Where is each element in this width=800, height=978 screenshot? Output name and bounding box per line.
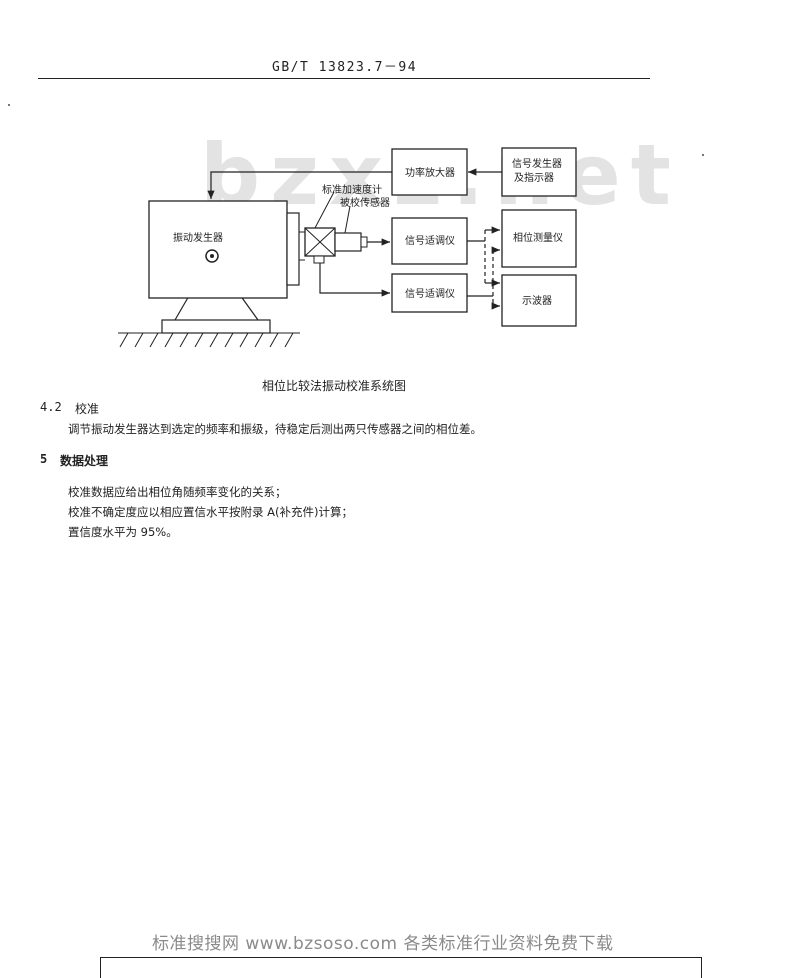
- vibration-generator-box: [148, 200, 288, 299]
- figure-caption: 相位比较法振动校准系统图: [262, 379, 407, 393]
- signal-conditioner-2-box: [391, 273, 468, 313]
- test-sensor-box: [334, 232, 362, 252]
- ground-hatching: [118, 332, 300, 348]
- scan-speck: [702, 154, 704, 156]
- conn-amp-to-shaker: [207, 171, 392, 199]
- signal-conditioner-1-box: [391, 217, 468, 265]
- scan-speck: [8, 104, 10, 106]
- signal-generator-label-2: 及指示器: [514, 171, 554, 184]
- vibration-generator-label: 振动发生器: [173, 231, 223, 244]
- phase-meter-box: [501, 209, 577, 268]
- signal-conditioner-2-label: 信号适调仪: [405, 288, 455, 300]
- section-5-line-3: 置信度水平为 95%。: [68, 525, 178, 539]
- phase-meter-label: 相位测量仪: [513, 231, 563, 244]
- std-accelerometer-label: 标准加速度计: [322, 183, 382, 196]
- signal-generator-label-1: 信号发生器: [512, 157, 562, 170]
- section-5-number: 5: [40, 452, 48, 466]
- section-5-line-2: 校准不确定度应以相应置信水平按附录 A(补充件)计算；: [68, 505, 353, 519]
- signal-conditioner-1-label: 信号适调仪: [405, 235, 455, 247]
- section-4-2-text: 调节振动发生器达到选定的频率和振级，待稳定后测出两只传感器之间的相位差。: [68, 422, 482, 436]
- conn-cond-outputs: [467, 226, 500, 310]
- mount-stud: [313, 255, 325, 264]
- footer-banner: 标准搜搜网 www.bzsoso.com 各类标准行业资料免费下载: [152, 934, 614, 954]
- power-amplifier-label: 功率放大器: [405, 166, 455, 179]
- document-header: GB/T 13823.7－94: [272, 60, 418, 75]
- section-4-2-number: 4.2: [40, 400, 62, 414]
- oscilloscope-box: [501, 274, 577, 327]
- footer-frame: [100, 957, 702, 978]
- signal-generator-box: [501, 147, 577, 197]
- section-5-line-1: 校准数据应给出相位角随频率变化的关系；: [68, 485, 287, 499]
- oscilloscope-label: 示波器: [522, 294, 552, 307]
- section-4-2-title: 校准: [75, 402, 100, 416]
- header-rule: [38, 78, 650, 79]
- power-amplifier-box: [391, 148, 468, 196]
- section-5-title: 数据处理: [60, 454, 109, 468]
- test-sensor-label: 被校传感器: [340, 196, 390, 209]
- conn-accel-to-cond2: [319, 263, 390, 297]
- support-base: [161, 319, 271, 334]
- armature-block: [286, 212, 300, 286]
- calibration-system-diagram: 振动发生器 标准加速度计 被校传感器 功率放大器 信号发生器 及指示器 信号适调…: [118, 147, 577, 348]
